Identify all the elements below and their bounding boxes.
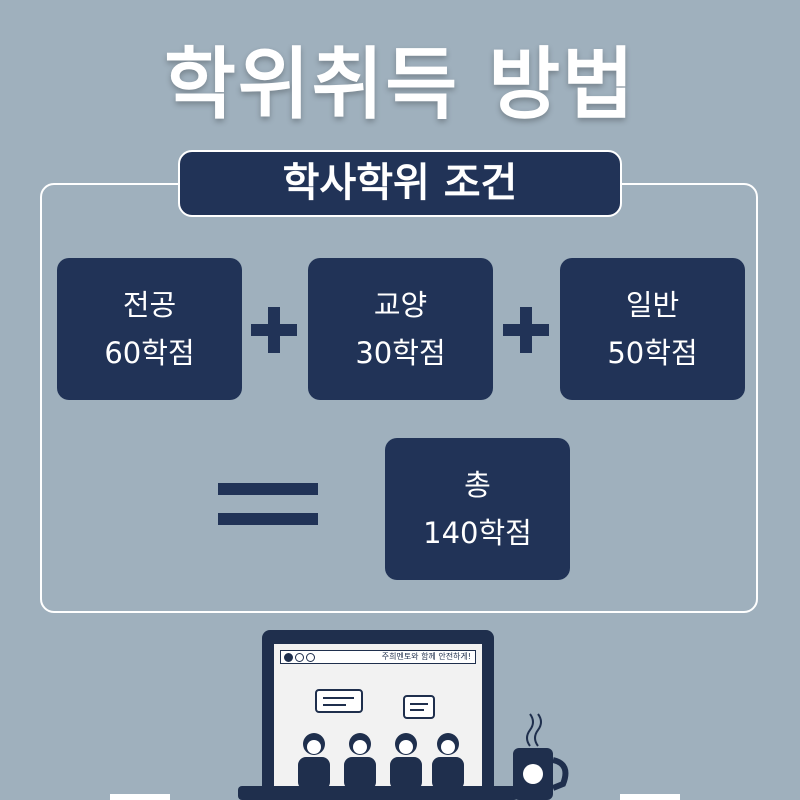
liberal-arts-credits-box: 교양 30학점 [308,258,493,400]
screen-text: 주희멘토와 함께 안전하게! [381,652,471,661]
equals-icon [218,483,318,495]
plus-icon [503,307,549,353]
laptop-screen: 주희멘토와 함께 안전하게! [274,644,482,790]
window-dot-icon [284,653,293,662]
general-credits: 50학점 [607,336,698,370]
laptop-illustration: 주희멘토와 함께 안전하게! [262,630,494,790]
desk-line [110,794,170,800]
major-credits-box: 전공 60학점 [57,258,242,400]
general-label: 일반 [625,288,680,322]
total-credits-box: 총 140학점 [385,438,570,580]
panel-title: 학사학위 조건 [178,150,622,217]
window-dot-icon [306,653,315,662]
liberal-arts-credits: 30학점 [355,336,446,370]
total-credits: 140학점 [423,516,532,550]
browser-bar: 주희멘토와 함께 안전하게! [280,650,476,664]
desk-line [620,794,680,800]
liberal-arts-label: 교양 [373,288,428,322]
page-title: 학위취득 방법 [164,40,636,130]
laptop-base [238,786,518,800]
people-meeting-icon [298,689,464,790]
coffee-cup-icon [513,713,569,800]
window-dot-icon [295,653,304,662]
plus-icon [251,307,297,353]
major-credits: 60학점 [104,336,195,370]
major-label: 전공 [122,288,177,322]
total-label: 총 [464,468,491,502]
equals-icon-bar [218,513,318,525]
general-credits-box: 일반 50학점 [560,258,745,400]
